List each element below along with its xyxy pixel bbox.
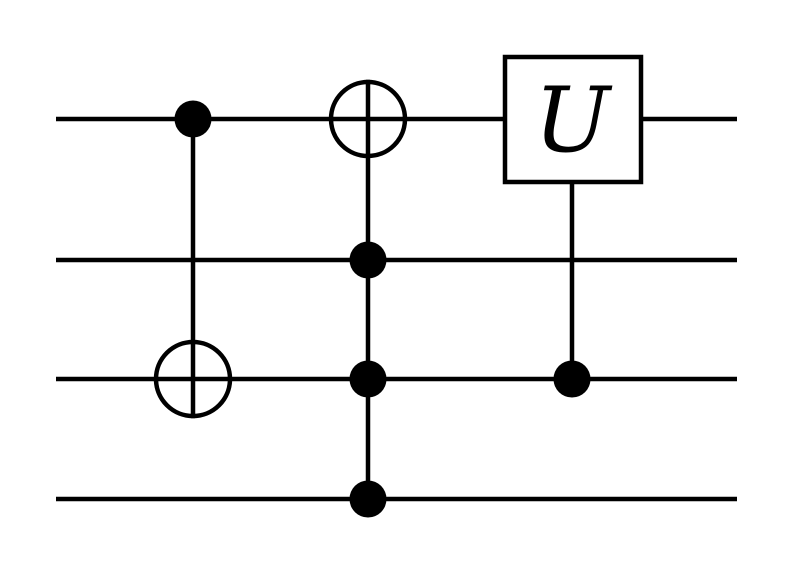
- control-dot: [174, 100, 212, 138]
- control-dot: [349, 360, 387, 398]
- u-gate-label: U: [534, 68, 613, 173]
- target-xor-icon: [328, 79, 408, 159]
- gate-controlled-u: U: [502, 54, 644, 398]
- gate-cnot-a: [153, 100, 233, 419]
- control-dot: [349, 241, 387, 279]
- control-dot: [553, 360, 591, 398]
- target-xor-icon: [153, 339, 233, 419]
- gate-cnot-b: [328, 79, 408, 518]
- control-dot: [349, 480, 387, 518]
- u-gate-box: [502, 54, 644, 185]
